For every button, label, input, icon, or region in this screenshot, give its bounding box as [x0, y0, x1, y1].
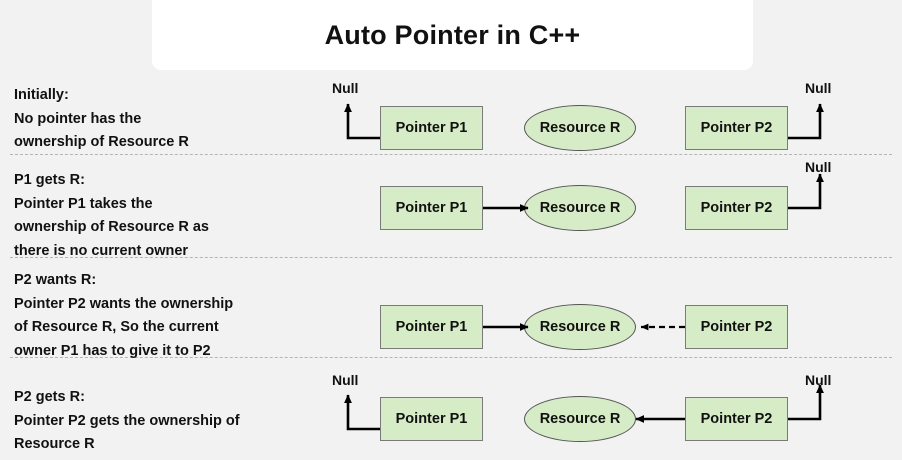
row-p1-gets-r-resource-r-label: Resource R: [539, 200, 621, 216]
row-p2-gets-r-description: P2 gets R: Pointer P2 gets the ownership…: [14, 389, 240, 452]
row-p2-wants-r-pointer-p2[interactable]: Pointer P2: [685, 305, 788, 349]
row-p2-wants-r-pointer-p1[interactable]: Pointer P1: [380, 305, 483, 349]
row-initially-resource-r[interactable]: Resource R: [524, 105, 636, 151]
row-p2-wants-r-pointer-p2-label: Pointer P2: [700, 319, 773, 335]
row-p1-gets-r-pointer-p2-label: Pointer P2: [700, 200, 773, 216]
row-p2-wants-r-resource-r-label: Resource R: [539, 319, 621, 335]
row-initially-pointer-p2[interactable]: Pointer P2: [685, 106, 788, 150]
row-p2-gets-r-resource-r[interactable]: Resource R: [524, 396, 636, 442]
row-p1-gets-r-pointer-p2[interactable]: Pointer P2: [685, 186, 788, 230]
row-p2-gets-r-pointer-p1-label: Pointer P1: [395, 411, 468, 427]
row-p1-gets-r-pointer-p1-label: Pointer P1: [395, 200, 468, 216]
row-p2-wants-r-pointer-p1-label: Pointer P1: [395, 319, 468, 335]
row-separator-1: [10, 154, 892, 155]
row-p1-gets-r-resource-r[interactable]: Resource R: [524, 185, 636, 231]
row-p2-gets-r-resource-r-label: Resource R: [539, 411, 621, 427]
row-p2-gets-r: P2 gets R: Pointer P2 gets the ownership…: [0, 357, 902, 460]
row-p2-wants-r-resource-r[interactable]: Resource R: [524, 304, 636, 350]
row-separator-3: [10, 357, 892, 358]
row-p1-gets-r: P1 gets R: Pointer P1 takes the ownershi…: [0, 154, 902, 259]
row-initially-pointer-p1-label: Pointer P1: [395, 120, 468, 136]
row-p2-gets-r-pointer-p2[interactable]: Pointer P2: [685, 397, 788, 441]
row-initially-pointer-p2-label: Pointer P2: [700, 120, 773, 136]
row-initially: Initially: No pointer has the ownership …: [0, 0, 902, 154]
row-initially-resource-r-label: Resource R: [539, 120, 621, 136]
row-p2-wants-r-description: P2 wants R: Pointer P2 wants the ownersh…: [14, 272, 234, 359]
row-p1-gets-r-description: P1 gets R: Pointer P1 takes the ownershi…: [14, 172, 209, 259]
row-separator-2: [10, 257, 892, 258]
page-title: Auto Pointer in C++: [324, 19, 581, 50]
row-initially-pointer-p1[interactable]: Pointer P1: [380, 106, 483, 150]
row-initially-p2-null-label: Null: [805, 80, 832, 96]
row-p2-gets-r-pointer-p1[interactable]: Pointer P1: [380, 397, 483, 441]
row-p2-gets-r-p1-null-label: Null: [332, 372, 359, 388]
row-initially-description: Initially: No pointer has the ownership …: [14, 87, 189, 150]
row-p2-gets-r-pointer-p2-label: Pointer P2: [700, 411, 773, 427]
row-p1-gets-r-p2-null-label: Null: [805, 159, 832, 175]
row-initially-p1-null-label: Null: [332, 80, 359, 96]
row-p2-wants-r: P2 wants R: Pointer P2 wants the ownersh…: [0, 257, 902, 359]
title-card: Auto Pointer in C++: [152, 0, 753, 70]
row-p1-gets-r-pointer-p1[interactable]: Pointer P1: [380, 186, 483, 230]
row-p2-gets-r-p2-null-label: Null: [805, 372, 832, 388]
